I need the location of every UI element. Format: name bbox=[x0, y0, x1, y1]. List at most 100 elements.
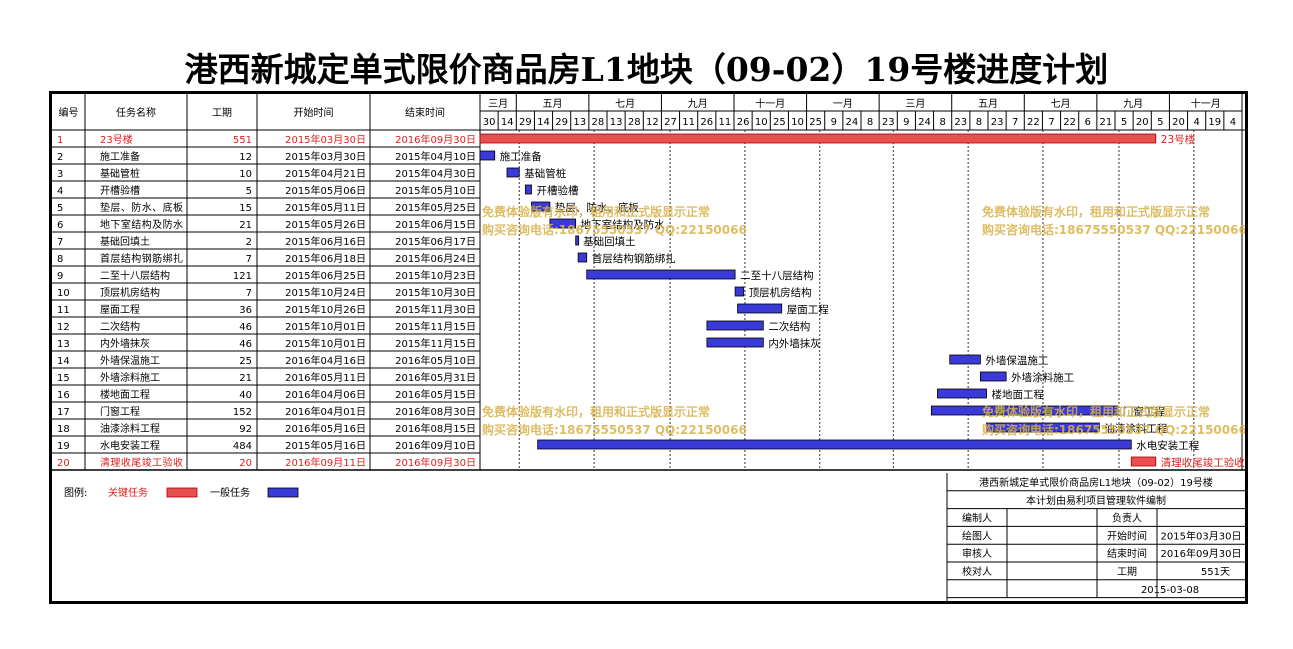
task-start: 2015年10月24日 bbox=[285, 286, 366, 299]
day-tick-label: 25 bbox=[809, 117, 822, 128]
day-tick-label: 13 bbox=[610, 117, 623, 128]
task-id: 7 bbox=[57, 237, 63, 248]
month-tick-label: 九月 bbox=[688, 98, 708, 110]
task-id: 8 bbox=[57, 254, 63, 265]
task-start: 2016年05月11日 bbox=[285, 371, 366, 384]
task-duration: 10 bbox=[239, 169, 252, 180]
day-tick-label: 21 bbox=[1100, 117, 1113, 128]
bar-label: 二至十八层结构 bbox=[740, 269, 814, 282]
page-title: 港西新城定单式限价商品房L1地块（09-02）19号楼进度计划 bbox=[184, 50, 1109, 89]
bar-label: 清理收尾竣工验收 bbox=[1161, 456, 1245, 469]
bar-label: 地下室结构及防水 bbox=[581, 218, 665, 231]
task-end: 2015年11月15日 bbox=[395, 320, 476, 333]
day-tick-label: 23 bbox=[882, 117, 895, 128]
info-value: 2016年09月30日 bbox=[1161, 547, 1242, 560]
day-tick-label: 12 bbox=[646, 117, 659, 128]
day-tick-label: 4 bbox=[1230, 117, 1236, 128]
header-end: 结束时间 bbox=[405, 106, 445, 119]
info-label: 工期 bbox=[1117, 566, 1137, 578]
gantt-bar bbox=[937, 388, 987, 399]
task-name: 外墙保温施工 bbox=[100, 354, 160, 367]
gantt-bar bbox=[577, 252, 588, 263]
day-tick-label: 10 bbox=[791, 117, 804, 128]
day-tick-label: 23 bbox=[954, 117, 967, 128]
task-start: 2015年03月30日 bbox=[285, 133, 366, 146]
info-label: 开始时间 bbox=[1107, 529, 1147, 542]
task-duration: 46 bbox=[239, 339, 252, 350]
watermark-line2: 购买咨询电话:18675550537 QQ:22150066 bbox=[982, 422, 1245, 437]
gantt-bar bbox=[549, 218, 577, 229]
day-tick-label: 22 bbox=[1027, 117, 1040, 128]
task-id: 3 bbox=[57, 169, 63, 180]
watermark-line2: 购买咨询电话:18675550537 QQ:22150066 bbox=[482, 422, 747, 437]
task-duration: 12 bbox=[239, 152, 252, 163]
month-tick-label: 九月 bbox=[1123, 98, 1143, 110]
gantt-bar bbox=[506, 167, 520, 178]
task-end: 2015年04月10日 bbox=[395, 150, 476, 163]
day-tick-label: 9 bbox=[831, 117, 837, 128]
day-tick-label: 22 bbox=[1063, 117, 1076, 128]
bar-label: 外墙保温施工 bbox=[985, 354, 1048, 367]
task-id: 1 bbox=[57, 135, 63, 146]
info-label: 结束时间 bbox=[1107, 547, 1147, 560]
day-tick-label: 29 bbox=[555, 117, 568, 128]
task-start: 2016年09月11日 bbox=[285, 456, 366, 469]
watermark-line1: 免费体验版有水印，租用和正式版显示正常 bbox=[982, 404, 1210, 419]
bar-label: 开槽验槽 bbox=[537, 184, 579, 197]
header-no: 编号 bbox=[59, 106, 79, 119]
task-duration: 7 bbox=[246, 254, 252, 265]
task-end: 2015年06月15日 bbox=[395, 218, 476, 231]
task-duration: 484 bbox=[233, 441, 252, 452]
task-name: 外墙涂料施工 bbox=[100, 371, 160, 384]
day-tick-label: 24 bbox=[846, 117, 859, 128]
month-tick-label: 三月 bbox=[488, 98, 508, 110]
day-tick-label: 5 bbox=[1157, 117, 1163, 128]
task-id: 19 bbox=[57, 441, 70, 452]
bar-label: 水电安装工程 bbox=[1136, 439, 1199, 452]
month-tick-label: 十一月 bbox=[755, 97, 785, 110]
day-tick-label: 27 bbox=[664, 117, 677, 128]
gantt-bar bbox=[524, 184, 532, 195]
gantt-bar bbox=[531, 201, 551, 212]
task-end: 2016年09月10日 bbox=[395, 439, 476, 452]
bar-label: 首层结构钢筋绑扎 bbox=[592, 252, 676, 265]
task-id: 13 bbox=[57, 339, 70, 350]
task-duration: 21 bbox=[239, 220, 252, 231]
bar-label: 油漆涂料工程 bbox=[1104, 422, 1167, 435]
watermark-line2: 购买咨询电话:18675550537 QQ:22150066 bbox=[482, 222, 747, 237]
month-tick-label: 七月 bbox=[615, 98, 635, 110]
day-tick-label: 8 bbox=[867, 117, 873, 128]
task-name: 水电安装工程 bbox=[100, 439, 160, 452]
task-id: 4 bbox=[57, 186, 63, 197]
month-tick-label: 一月 bbox=[833, 98, 853, 110]
task-duration: 7 bbox=[246, 288, 252, 299]
bar-label: 基础回填土 bbox=[583, 235, 636, 248]
gantt-bar bbox=[980, 371, 1007, 382]
day-tick-label: 4 bbox=[1193, 117, 1199, 128]
task-name: 垫层、防水、底板 bbox=[100, 201, 183, 214]
day-tick-label: 10 bbox=[755, 117, 768, 128]
info-label: 绘图人 bbox=[962, 529, 992, 542]
bar-label: 顶层机房结构 bbox=[749, 286, 812, 299]
task-name: 屋面工程 bbox=[100, 304, 140, 316]
task-end: 2015年11月15日 bbox=[395, 337, 476, 350]
task-name: 内外墙抹灰 bbox=[100, 337, 150, 350]
day-tick-label: 26 bbox=[700, 117, 713, 128]
task-start: 2016年04月16日 bbox=[285, 354, 366, 367]
bar-label: 施工准备 bbox=[500, 150, 542, 163]
month-tick-label: 十一月 bbox=[1191, 97, 1221, 110]
legend-normal-label: 一般任务 bbox=[210, 486, 250, 499]
task-end: 2016年05月31日 bbox=[395, 371, 476, 384]
gantt-bar bbox=[1130, 456, 1157, 467]
task-id: 5 bbox=[57, 203, 63, 214]
day-tick-label: 25 bbox=[773, 117, 786, 128]
task-id: 2 bbox=[57, 152, 63, 163]
day-tick-label: 11 bbox=[682, 117, 695, 128]
task-name: 二次结构 bbox=[100, 320, 140, 333]
task-name: 楼地面工程 bbox=[100, 388, 150, 401]
day-tick-label: 26 bbox=[737, 117, 750, 128]
month-tick-label: 七月 bbox=[1051, 98, 1071, 110]
info-label: 负责人 bbox=[1112, 512, 1142, 525]
task-end: 2015年06月17日 bbox=[395, 235, 476, 248]
bar-label: 屋面工程 bbox=[787, 304, 829, 316]
